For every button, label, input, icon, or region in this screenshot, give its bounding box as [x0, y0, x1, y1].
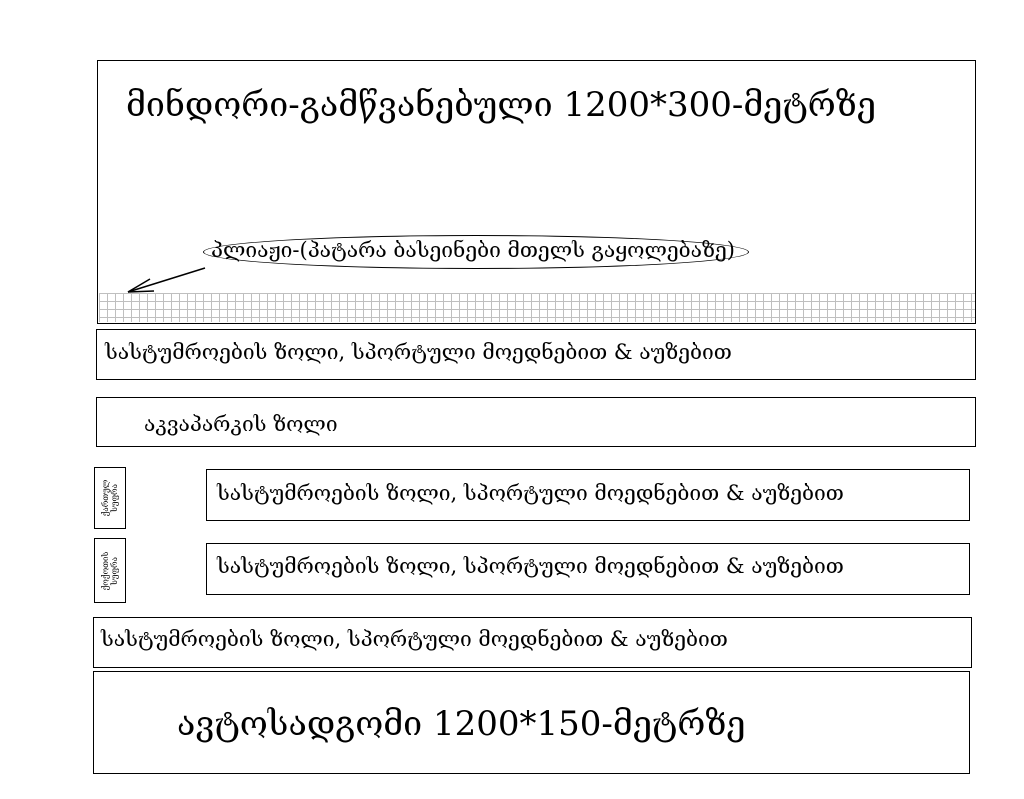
aquapark-band [96, 397, 976, 447]
guesthouse-band-2-label: სასტუმროების ზოლი, სპორტული მოედნებით & … [217, 481, 844, 505]
side-label-box-lower: ქოქოთის სუფრა [94, 538, 126, 603]
side-label-lower-line-1: ქოქოთის [101, 551, 110, 590]
guesthouse-band-2 [206, 469, 970, 521]
guesthouse-band-3-label: სასტუმროების ზოლი, სპორტული მოედნებით & … [217, 554, 844, 578]
guesthouse-band-4 [93, 617, 972, 668]
aquapark-band-label: აკვაპარკის ზოლი [144, 412, 338, 436]
beach-callout-ellipse [203, 235, 749, 269]
field-title: მინდორი-გამწვანებული 1200*300-მეტრზე [126, 85, 876, 125]
beach-grid-strip [99, 293, 975, 322]
side-label-upper-line-1: ქართულ [101, 479, 110, 517]
beach-callout-label: პლიაჟი-(პატარა ბასეინები მთელს გაყოლებაზ… [211, 238, 735, 262]
guesthouse-band-4-label: სასტუმროების ზოლი, სპორტული მოედნებით & … [101, 627, 728, 651]
parking-title: ავტოსადგომი 1200*150-მეტრზე [177, 704, 746, 744]
field-zone [97, 60, 976, 324]
side-label-lower-line-2: სუფრა [110, 556, 119, 585]
side-label-box-upper: ქართულ სუფრა [94, 467, 126, 529]
guesthouse-band-1 [96, 329, 976, 380]
guesthouse-band-3 [206, 543, 970, 595]
side-label-upper-line-2: სუფრა [110, 484, 119, 512]
guesthouse-band-1-label: სასტუმროების ზოლი, სპორტული მოედნებით & … [105, 340, 732, 364]
parking-zone [93, 671, 970, 774]
